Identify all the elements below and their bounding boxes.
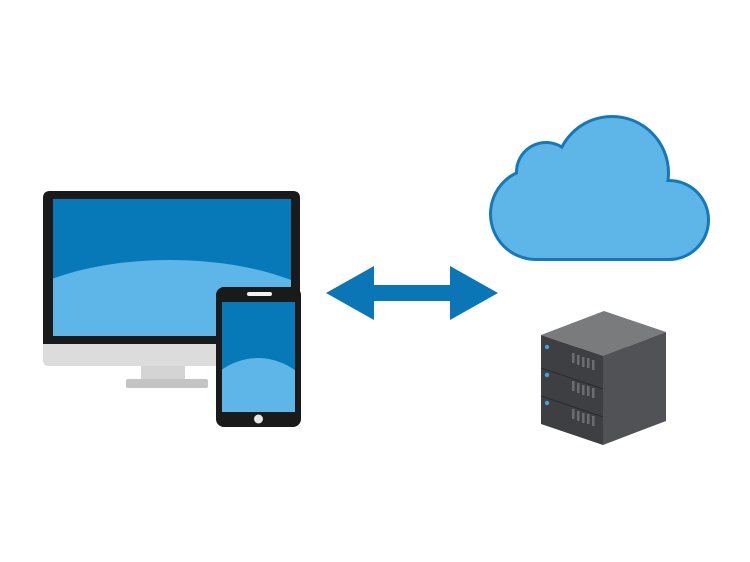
smartphone-home-button <box>254 414 263 424</box>
monitor-icon <box>43 191 300 388</box>
bidirectional-arrow-icon <box>326 266 498 320</box>
server-led <box>544 400 550 406</box>
server-rack-icon <box>540 311 666 445</box>
cloud-icon <box>489 115 710 261</box>
server-led <box>544 372 550 378</box>
monitor-stand-neck <box>141 365 185 381</box>
smartphone-icon <box>216 287 301 427</box>
smartphone-screen-highlight <box>222 358 295 412</box>
server-led <box>544 344 550 350</box>
server-unit <box>540 311 666 390</box>
monitor-stand-base <box>126 379 208 388</box>
smartphone-speaker <box>247 292 272 296</box>
